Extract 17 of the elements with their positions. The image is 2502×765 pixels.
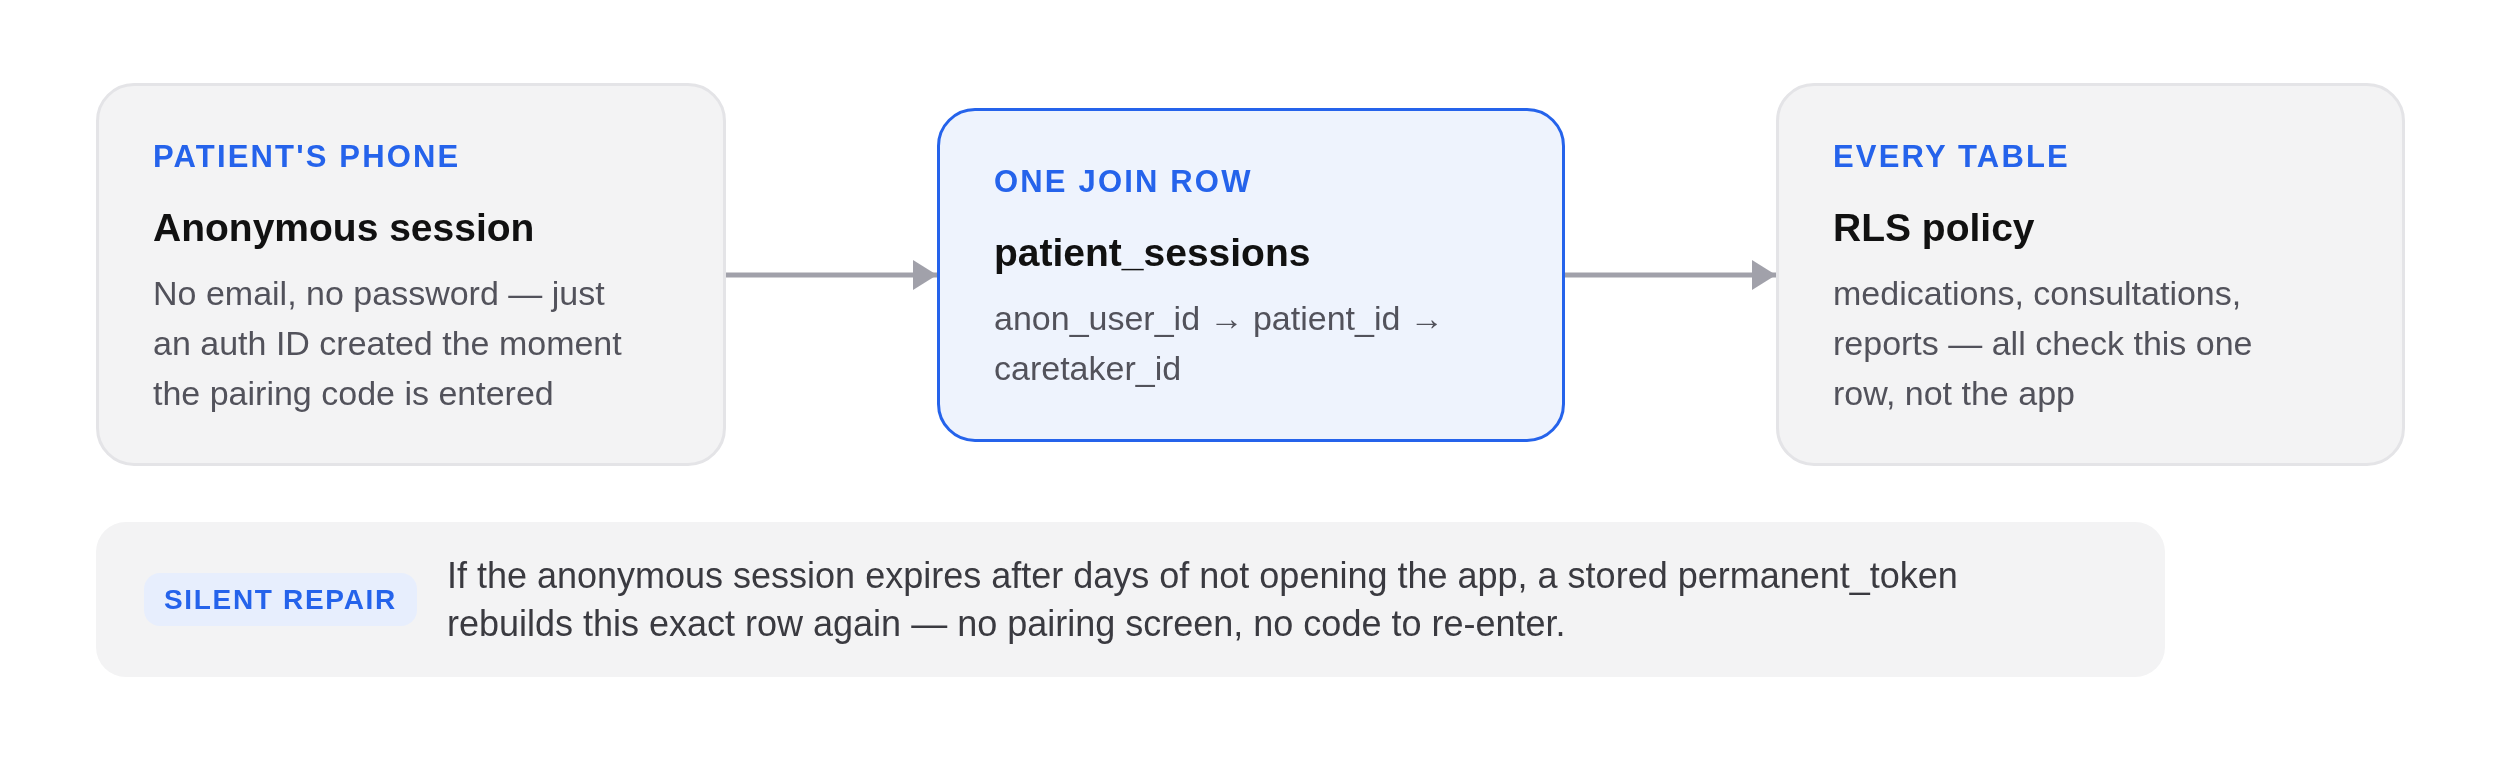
eyebrow-label: PATIENT'S PHONE (153, 139, 461, 175)
card-title: Anonymous session (153, 205, 535, 251)
arrow (1565, 260, 1776, 290)
note-text: If the anonymous session expires after days of not opening the app, a stored permanent_token rebuilds this exact row again — no pairing screen, no code to re-enter. (446, 553, 1959, 646)
eyebrow-label: ONE JOIN ROW (994, 164, 1253, 200)
eyebrow-label: EVERY TABLE (1833, 139, 2070, 175)
card-title: RLS policy (1833, 205, 2035, 251)
info-card (96, 83, 726, 466)
card-description: anon_user_id → patient_id → caretaker_id (994, 298, 1445, 389)
tag-badge: SILENT REPAIR (144, 573, 417, 626)
note-panel (96, 522, 2165, 677)
highlighted-card (937, 108, 1565, 442)
card-description: medications, consultations, reports — all check this one row, not the app (1833, 273, 2254, 414)
card-title: patient_sessions (994, 230, 1311, 276)
info-card (1776, 83, 2405, 466)
card-description: No email, no password — just an auth ID created the moment the pairing code is entered (153, 273, 623, 414)
arrow (726, 260, 937, 290)
